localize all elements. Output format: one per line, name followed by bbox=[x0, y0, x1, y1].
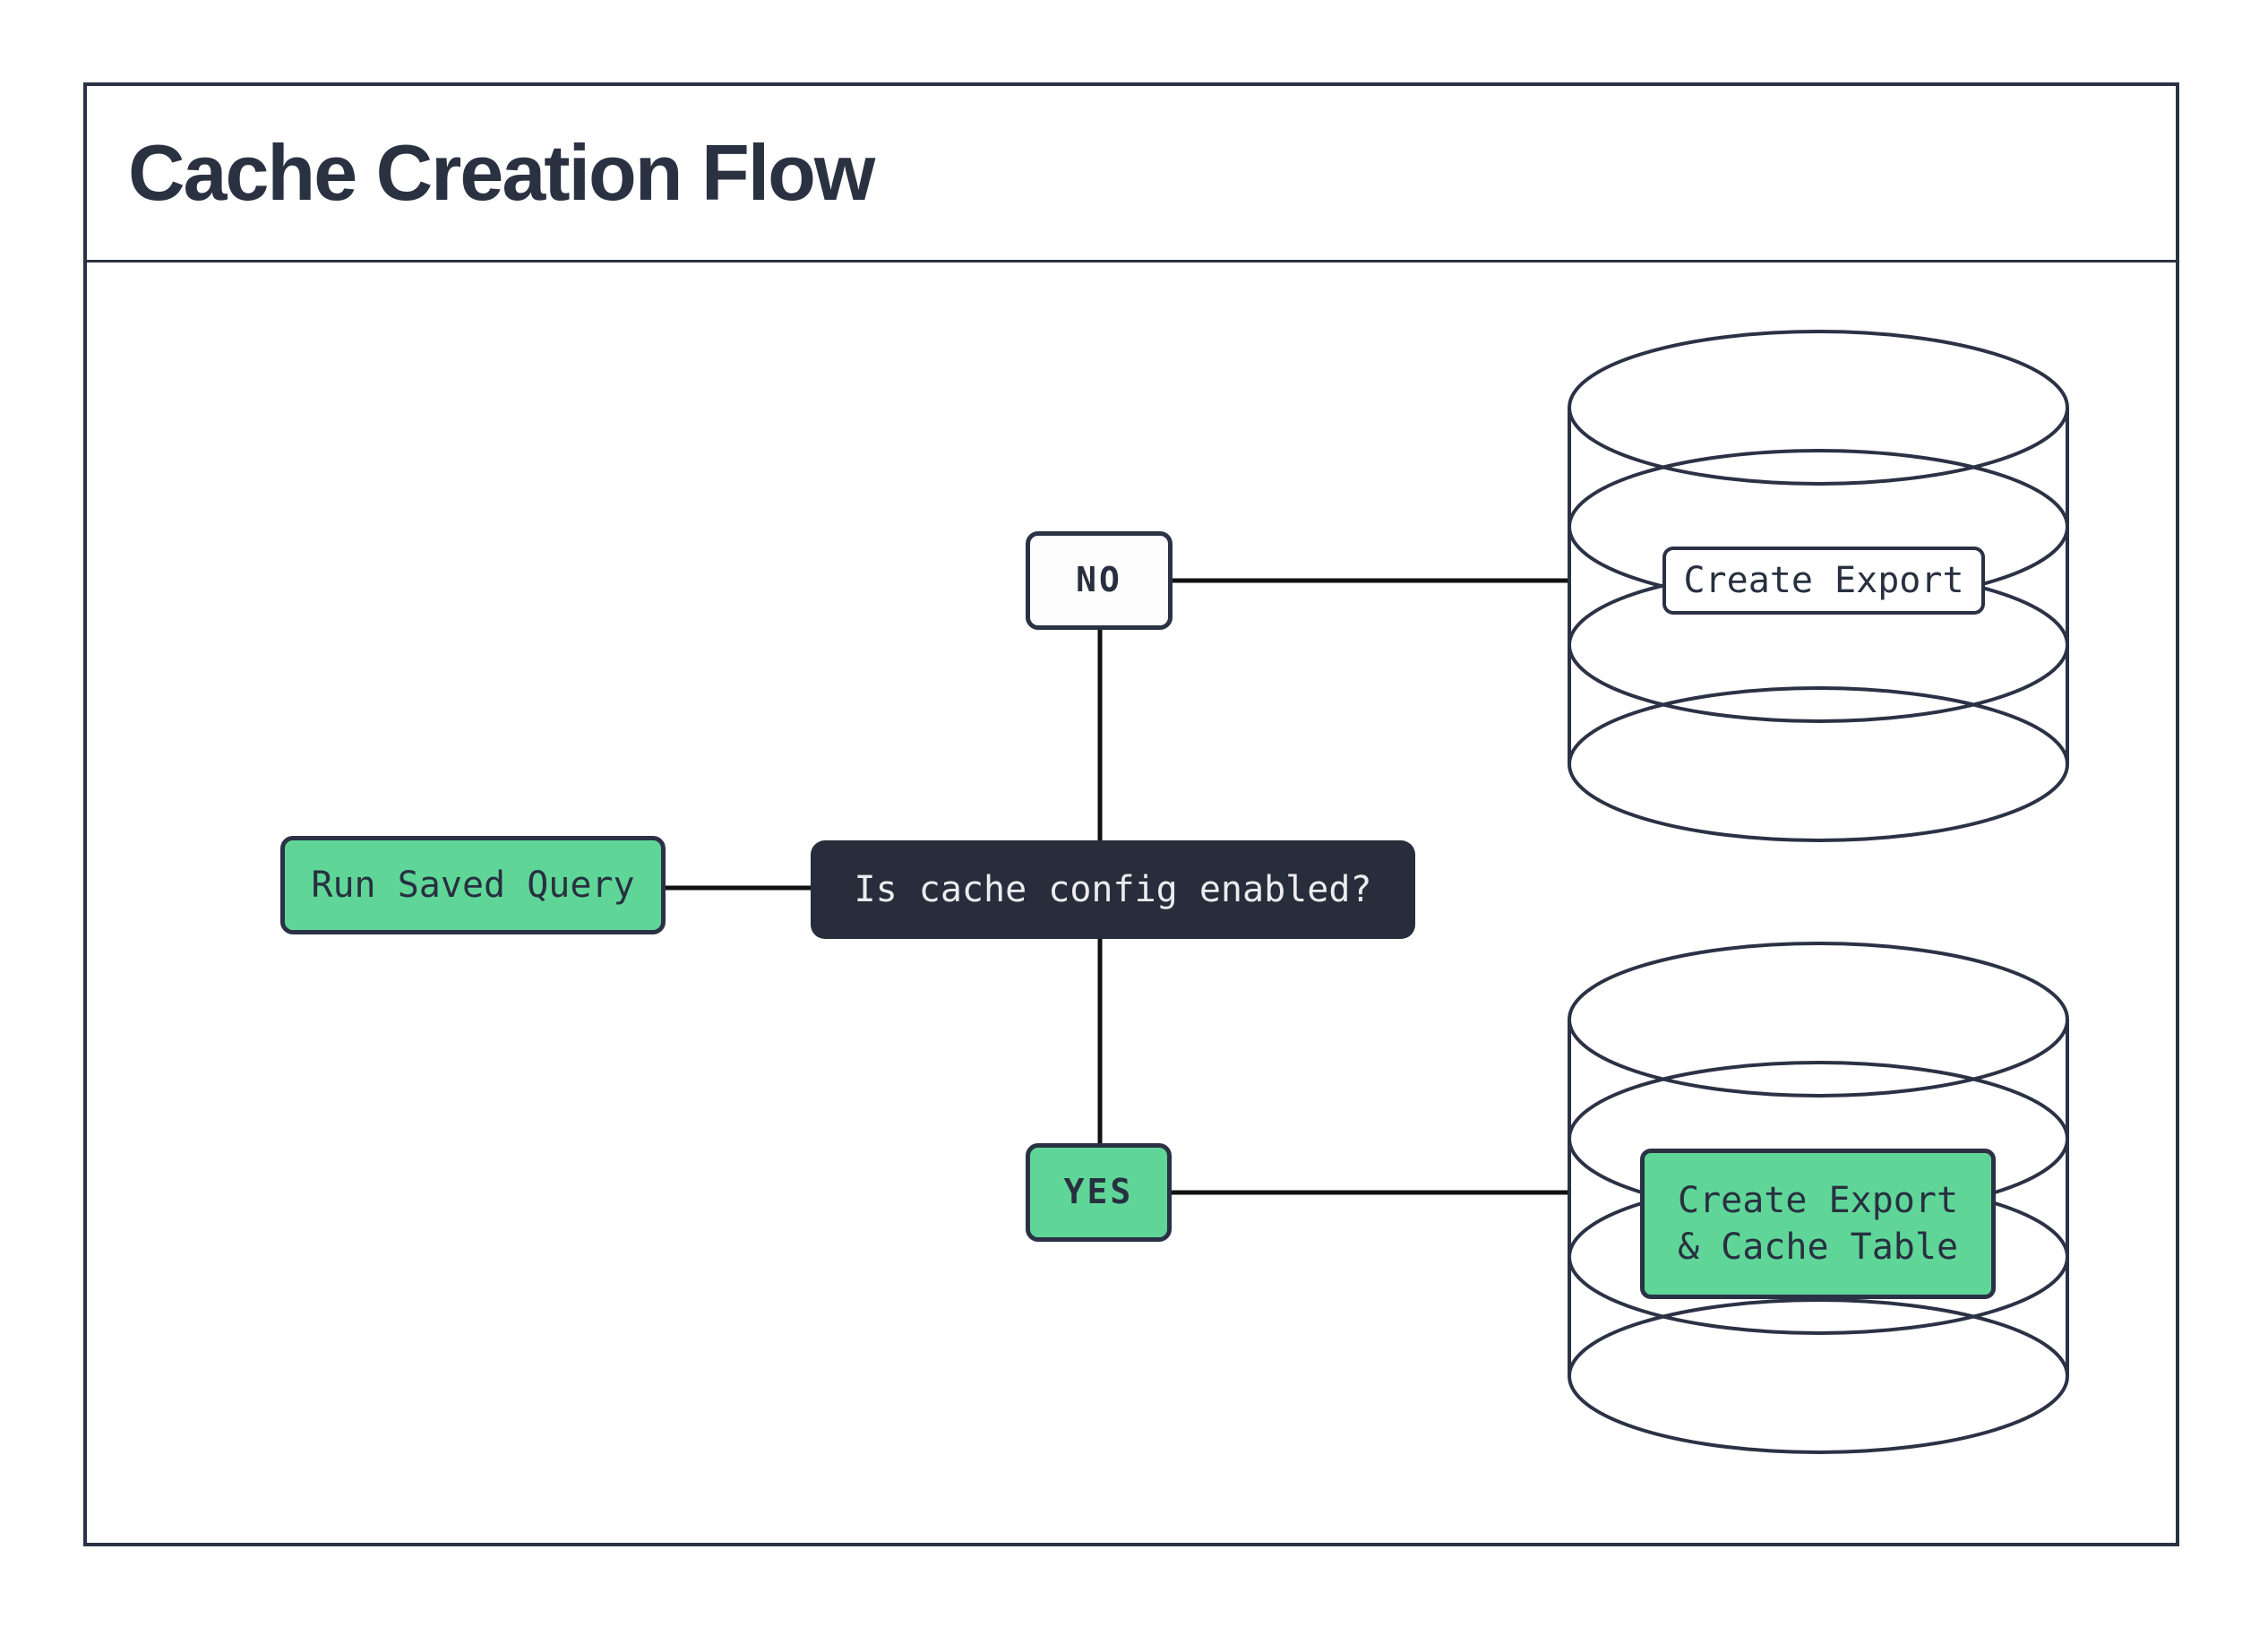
page-title: Cache Creation Flow bbox=[128, 128, 875, 217]
node-run-saved-query-label: Run Saved Query bbox=[311, 865, 635, 906]
node-create-export-cache-line2: & Cache Table bbox=[1677, 1227, 1959, 1268]
node-create-export: Create Export bbox=[1662, 547, 1985, 615]
branch-yes-label: YES bbox=[1063, 1172, 1134, 1212]
node-create-export-cache-table: Create Export & Cache Table bbox=[1640, 1149, 1996, 1299]
branch-no-label: NO bbox=[1076, 560, 1122, 600]
branch-no-box: NO bbox=[1026, 531, 1173, 630]
node-decision-cache-config: Is cache config enabled? bbox=[811, 840, 1415, 939]
node-decision-label: Is cache config enabled? bbox=[854, 869, 1372, 910]
diagram-header: Cache Creation Flow bbox=[87, 86, 2176, 263]
branch-yes-box: YES bbox=[1026, 1143, 1172, 1242]
connector-lines bbox=[666, 578, 1569, 1195]
node-run-saved-query: Run Saved Query bbox=[280, 836, 666, 934]
node-create-export-label: Create Export bbox=[1683, 560, 1964, 601]
diagram-frame: Cache Creation Flow bbox=[83, 82, 2179, 1546]
node-create-export-cache-line1: Create Export bbox=[1677, 1180, 1959, 1221]
